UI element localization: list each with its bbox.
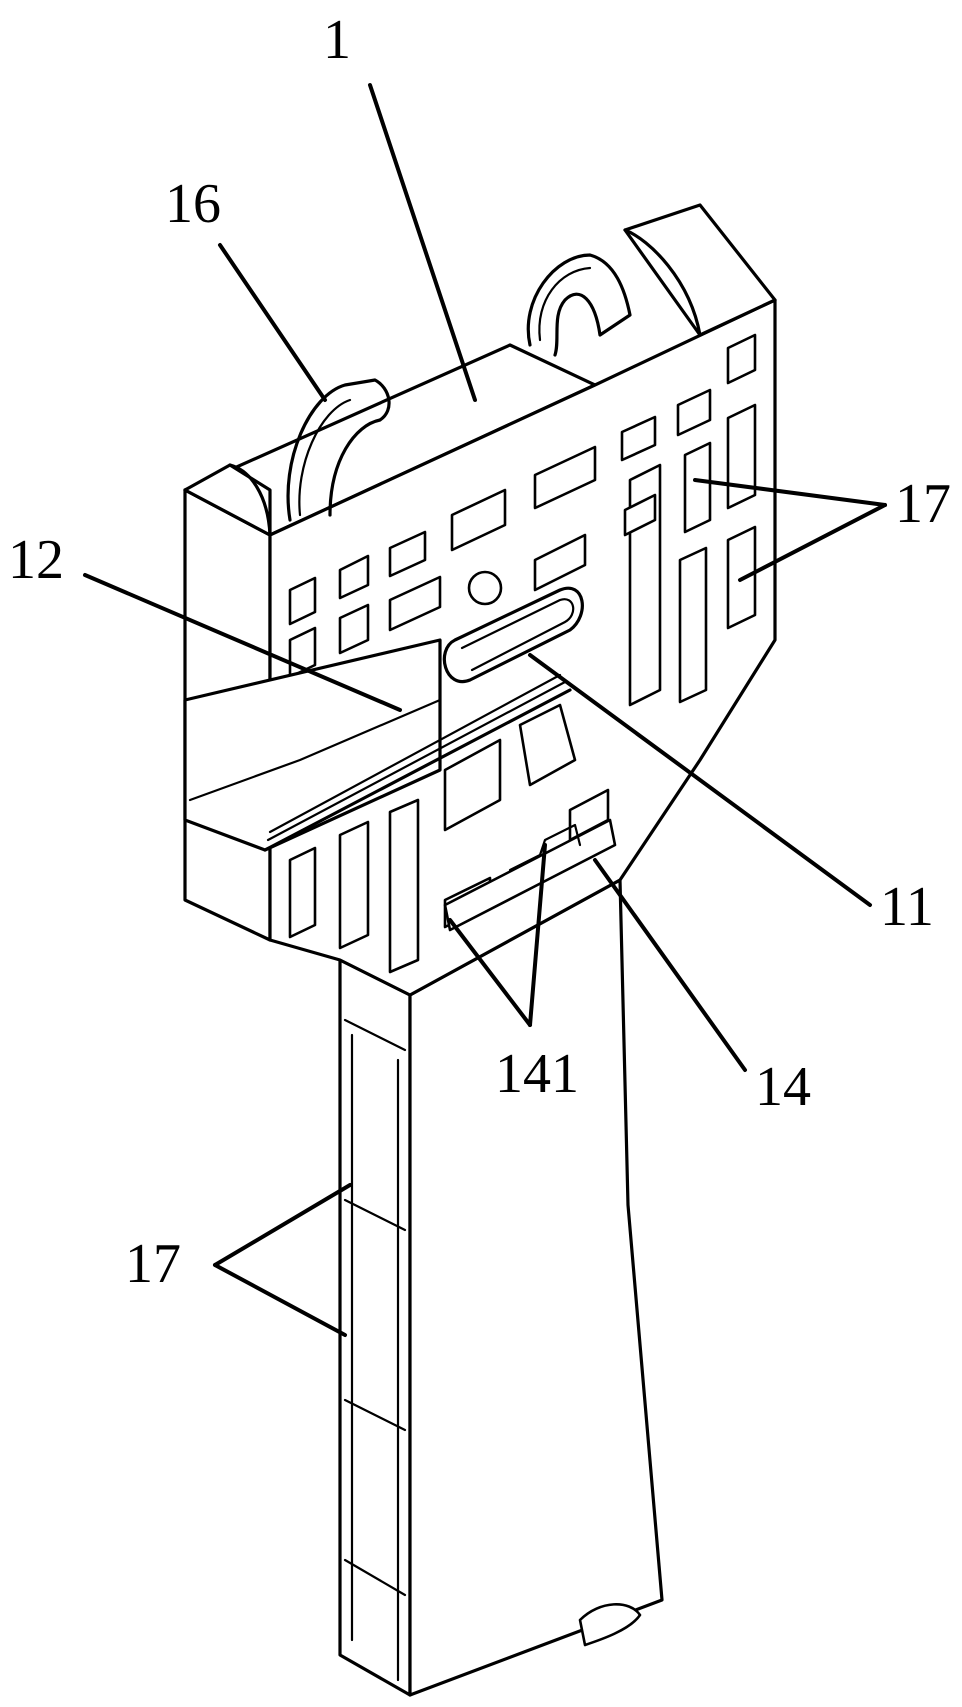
cutout	[685, 443, 710, 532]
label-17-top: 17	[895, 473, 951, 535]
label-1: 1	[323, 9, 351, 71]
label-11: 11	[880, 876, 934, 938]
leader-17-bottom-b	[215, 1265, 345, 1335]
label-12: 12	[8, 529, 64, 591]
cutout	[290, 848, 315, 937]
screw-boss	[469, 572, 501, 604]
handle	[340, 880, 662, 1695]
label-141: 141	[495, 1043, 579, 1105]
leader-1	[370, 85, 475, 400]
cutout	[728, 405, 755, 508]
cutout	[680, 548, 706, 702]
leader-16	[220, 245, 325, 400]
cutout	[340, 822, 368, 948]
label-17-bottom: 17	[125, 1233, 181, 1295]
handle-side-face	[340, 960, 410, 1695]
label-14: 14	[755, 1056, 811, 1118]
label-16: 16	[165, 173, 221, 235]
leader-17-bottom-a	[215, 1185, 350, 1265]
handle-front-face	[410, 880, 662, 1695]
cutout	[390, 800, 418, 972]
